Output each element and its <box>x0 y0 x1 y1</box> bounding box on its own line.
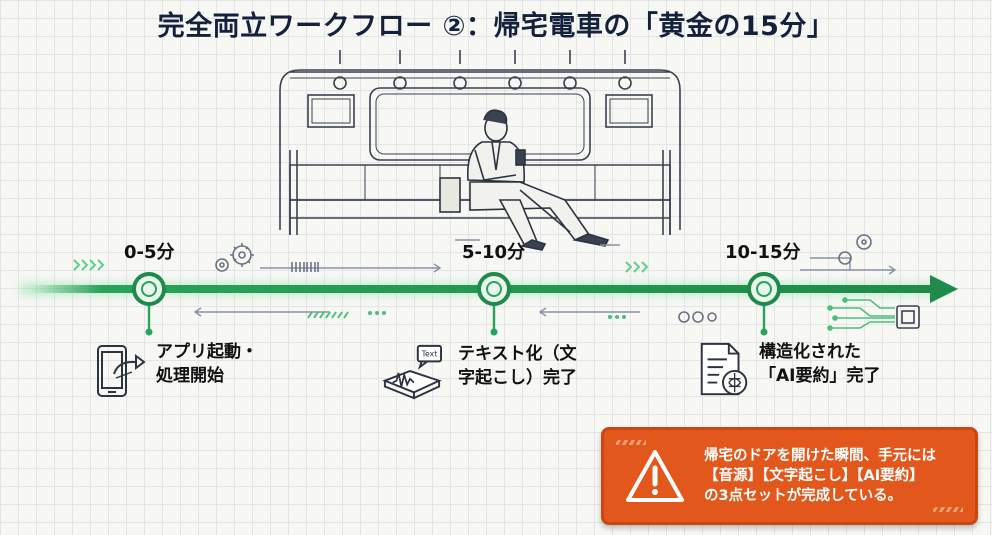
timeline-arrowhead <box>930 275 958 303</box>
callout-text: 帰宅のドアを開けた瞬間、手元には 【音源】【文字起こし】【AI要約】 の3点セッ… <box>704 448 936 504</box>
audio-to-text-icon: Text <box>382 344 442 400</box>
gear-icon <box>215 234 872 323</box>
phase-label-5-10: 5-10分 <box>462 242 526 263</box>
smartphone-arrow-icon <box>97 345 146 397</box>
hatch-decoration <box>616 440 646 445</box>
timeline-node-1 <box>132 272 166 336</box>
phase-label-0-5: 0-5分 <box>124 242 175 263</box>
green-hatch-decoration <box>307 311 349 319</box>
hatch-decoration <box>933 507 963 512</box>
timeline-node-3 <box>747 272 781 336</box>
page-title: 完全両立ワークフロー ②：帰宅電車の「黄金の15分」 <box>157 11 835 42</box>
warning-triangle-icon <box>626 450 684 502</box>
text-chip-label: Text <box>421 350 438 359</box>
chevrons-decoration <box>73 259 649 273</box>
step-text-3: 構造化された 「AI要約」完了 <box>759 342 881 386</box>
barcode-decoration <box>291 262 319 272</box>
step-app-launch: アプリ起動・ 処理開始 <box>92 340 258 400</box>
step-text-1: アプリ起動・ 処理開始 <box>156 342 258 386</box>
document-brain-icon <box>700 342 748 396</box>
step-text-2: テキスト化（文 字起こし）完了 <box>458 344 577 388</box>
completion-callout: 帰宅のドアを開けた瞬間、手元には 【音源】【文字起こし】【AI要約】 の3点セッ… <box>601 427 978 525</box>
step-ai-summary: 構造化された 「AI要約」完了 <box>695 340 880 400</box>
step-transcription: Text テキスト化（文 字起こし）完了 <box>380 342 577 402</box>
timeline-node-2 <box>477 272 511 336</box>
circuit-chip-icon <box>827 297 920 331</box>
train-commuter-illustration <box>279 50 681 251</box>
phase-label-10-15: 10-15分 <box>725 242 801 263</box>
